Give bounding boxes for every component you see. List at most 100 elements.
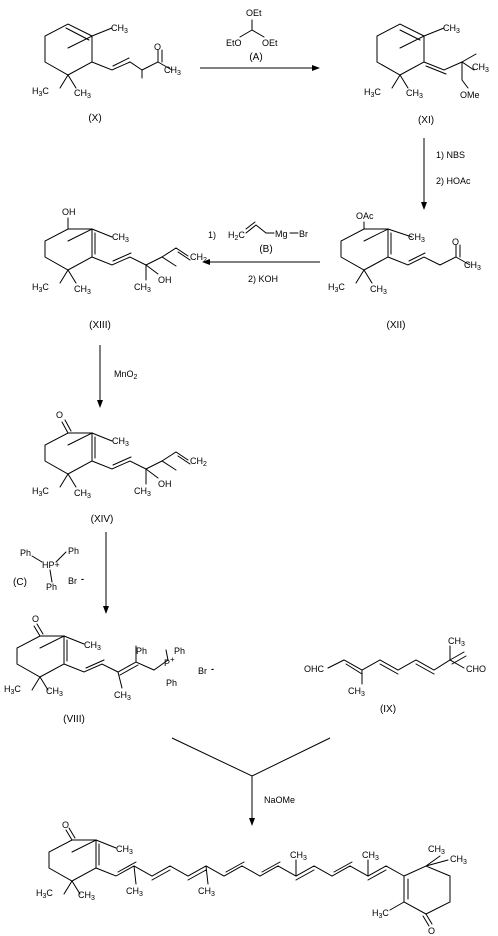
- reagent-a: OEt EtO OEt (A): [226, 8, 278, 63]
- compound-ix-bonds: [327, 645, 467, 685]
- arrow-xiv-to-viii-head: [103, 606, 109, 614]
- compound-viii-methyl-chain: CH3: [114, 690, 131, 702]
- final-product-polyene-chain: [95, 859, 405, 885]
- reagent-b-step-one: 1): [208, 230, 216, 240]
- compound-xiv-oh: OH: [158, 479, 172, 489]
- reagent-c-hp: HP+: [42, 560, 60, 570]
- reagent-b-ch2: H2C: [228, 230, 245, 242]
- reagent-mno2: MnO2: [114, 369, 138, 381]
- compound-x-methyl-ketone: CH3: [164, 65, 181, 77]
- compound-xiii-oh-top: OH: [62, 207, 76, 217]
- compound-x-gem-methyl-a: H3C: [32, 86, 49, 98]
- compound-xiv-label: (XIV): [91, 514, 114, 525]
- compound-xii-gem-methyl-b: CH3: [370, 284, 387, 296]
- compound-xiv-methyl: CH3: [112, 436, 129, 448]
- final-product-methyl-ring-left: CH3: [116, 844, 133, 856]
- final-product: O CH3 H3C CH3 CH3 CH3 CH3 CH3 CH3 CH3 H3…: [36, 820, 467, 936]
- compound-xiii-oh-side: OH: [158, 275, 172, 285]
- reagent-b: 1) H2C Mg Br (B) 2) KOH: [208, 221, 308, 284]
- compound-ix: OHC CH3 CH3 CHO (IX): [304, 636, 486, 715]
- compound-xi-label: (XI): [418, 115, 434, 126]
- final-product-methyl-ring-right: H3C: [372, 908, 389, 920]
- reagent-b-label: (B): [259, 244, 272, 255]
- compound-ix-cho-left: OHC: [304, 664, 325, 674]
- compound-xiii-methyl: CH3: [112, 232, 129, 244]
- compound-x-label: (X): [88, 113, 101, 124]
- reagent-c-br: Br-: [68, 574, 84, 586]
- compound-ix-methyl-left: CH3: [348, 686, 365, 698]
- compound-x-methyl: CH3: [111, 23, 128, 35]
- compound-x-bonds: [44, 23, 173, 89]
- compound-xiii-bonds: [44, 217, 191, 284]
- reagent-a-oet-top: OEt: [246, 8, 262, 18]
- final-product-oxo-left: O: [62, 820, 69, 830]
- compound-xiii-label: (XIII): [89, 320, 111, 331]
- reagent-a-label: (A): [249, 52, 262, 63]
- reagent-c: Ph Ph HP+ Ph (C) Br-: [13, 546, 84, 592]
- compound-xiv-methyl-carbinol: CH3: [134, 486, 151, 498]
- compound-xiv: O CH3 CH2 CH3 OH H3C CH3 (XIV): [32, 410, 207, 525]
- reagent-a-eto: EtO: [226, 38, 242, 48]
- final-product-methyl-chain-3: CH3: [290, 850, 307, 862]
- final-product-gem-methyl-left-a: H3C: [36, 888, 53, 900]
- reagent-c-bonds: [31, 551, 67, 583]
- compound-x-gem-methyl-b: CH3: [74, 88, 91, 100]
- reagent-hoac: 2) HOAc: [436, 176, 471, 186]
- compound-viii-ph2: Ph: [174, 646, 185, 656]
- final-product-ring-right: [389, 855, 451, 927]
- compound-viii-ph3: Ph: [166, 678, 177, 688]
- compound-xiv-gem-methyl-b: CH3: [74, 488, 91, 500]
- compound-xii-methyl: CH3: [408, 232, 425, 244]
- compound-xii-methyl-ketone: CH3: [464, 260, 481, 272]
- final-product-gem-methyl-right-b: CH3: [450, 854, 467, 866]
- converging-arrow-head: [249, 818, 255, 826]
- compound-xiv-oxo: O: [56, 410, 63, 420]
- compound-xi-gem-methyl-a: H3C: [364, 87, 381, 99]
- compound-xiv-gem-methyl-a: H3C: [32, 486, 49, 498]
- reagent-nbs: 1) NBS: [436, 150, 465, 160]
- reagent-b-mg: Mg: [275, 229, 288, 239]
- final-product-gem-methyl-right-a: CH3: [428, 844, 445, 856]
- final-product-methyl-chain-2: CH3: [198, 886, 215, 898]
- compound-xii-oxo: O: [452, 237, 459, 247]
- compound-viii-oxo: O: [32, 614, 39, 624]
- final-product-methyl-chain-1: CH3: [126, 886, 143, 898]
- compound-viii-p: P+: [164, 655, 175, 668]
- compound-xii-gem-methyl-a: H3C: [328, 282, 345, 294]
- compound-viii-gem-methyl-b: CH3: [46, 686, 63, 698]
- reagent-c-ph2: Ph: [68, 546, 79, 556]
- compound-xii-label: (XII): [387, 320, 406, 331]
- converging-lines: [171, 737, 331, 820]
- final-product-gem-methyl-left-b: CH3: [78, 890, 95, 902]
- reagent-a-bonds: [239, 19, 265, 38]
- reagent-c-ph3: Ph: [46, 582, 57, 592]
- compound-viii-methyl-branch: [117, 671, 123, 689]
- reagent-c-ph1: Ph: [20, 548, 31, 558]
- compound-xi: CH3 CH3 OMe H3C CH3 (XI): [364, 23, 489, 126]
- compound-ix-label: (IX): [380, 704, 396, 715]
- compound-xiv-vinyl: CH2: [190, 456, 207, 468]
- compound-ix-cho-right: CHO: [466, 664, 486, 674]
- compound-viii: O CH3 CH3 Ph Ph P+ Ph Br- H3C CH3 (VIII): [4, 614, 214, 725]
- compound-viii-br: Br-: [198, 664, 214, 676]
- final-product-ring-left: [48, 827, 117, 895]
- reagent-a-oet-right: OEt: [262, 38, 278, 48]
- compound-xiii-gem-methyl-b: CH3: [74, 284, 91, 296]
- compound-xi-bonds: [376, 23, 477, 89]
- compound-xi-methyl: CH3: [443, 23, 460, 35]
- compound-viii-label: (VIII): [63, 714, 85, 725]
- arrow-xi-to-xii-head: [421, 202, 427, 210]
- compound-x-oxo: O: [154, 42, 161, 52]
- compound-xiii-methyl-carbinol: CH3: [134, 282, 151, 294]
- compound-xi-gem-methyl-b: CH3: [406, 88, 423, 100]
- compound-xiv-bonds: [44, 419, 191, 488]
- compound-ix-methyl-right: CH3: [448, 636, 465, 648]
- compound-xii-oac: OAc: [356, 211, 374, 221]
- reagent-b-br: Br: [299, 229, 308, 239]
- reagent-naome: NaOMe: [264, 795, 295, 805]
- compound-viii-bonds: [16, 623, 169, 691]
- compound-x: CH3 O CH3 H3C CH3 (X): [32, 23, 181, 124]
- compound-viii-ph1: Ph: [136, 646, 147, 656]
- compound-viii-methyl: CH3: [84, 640, 101, 652]
